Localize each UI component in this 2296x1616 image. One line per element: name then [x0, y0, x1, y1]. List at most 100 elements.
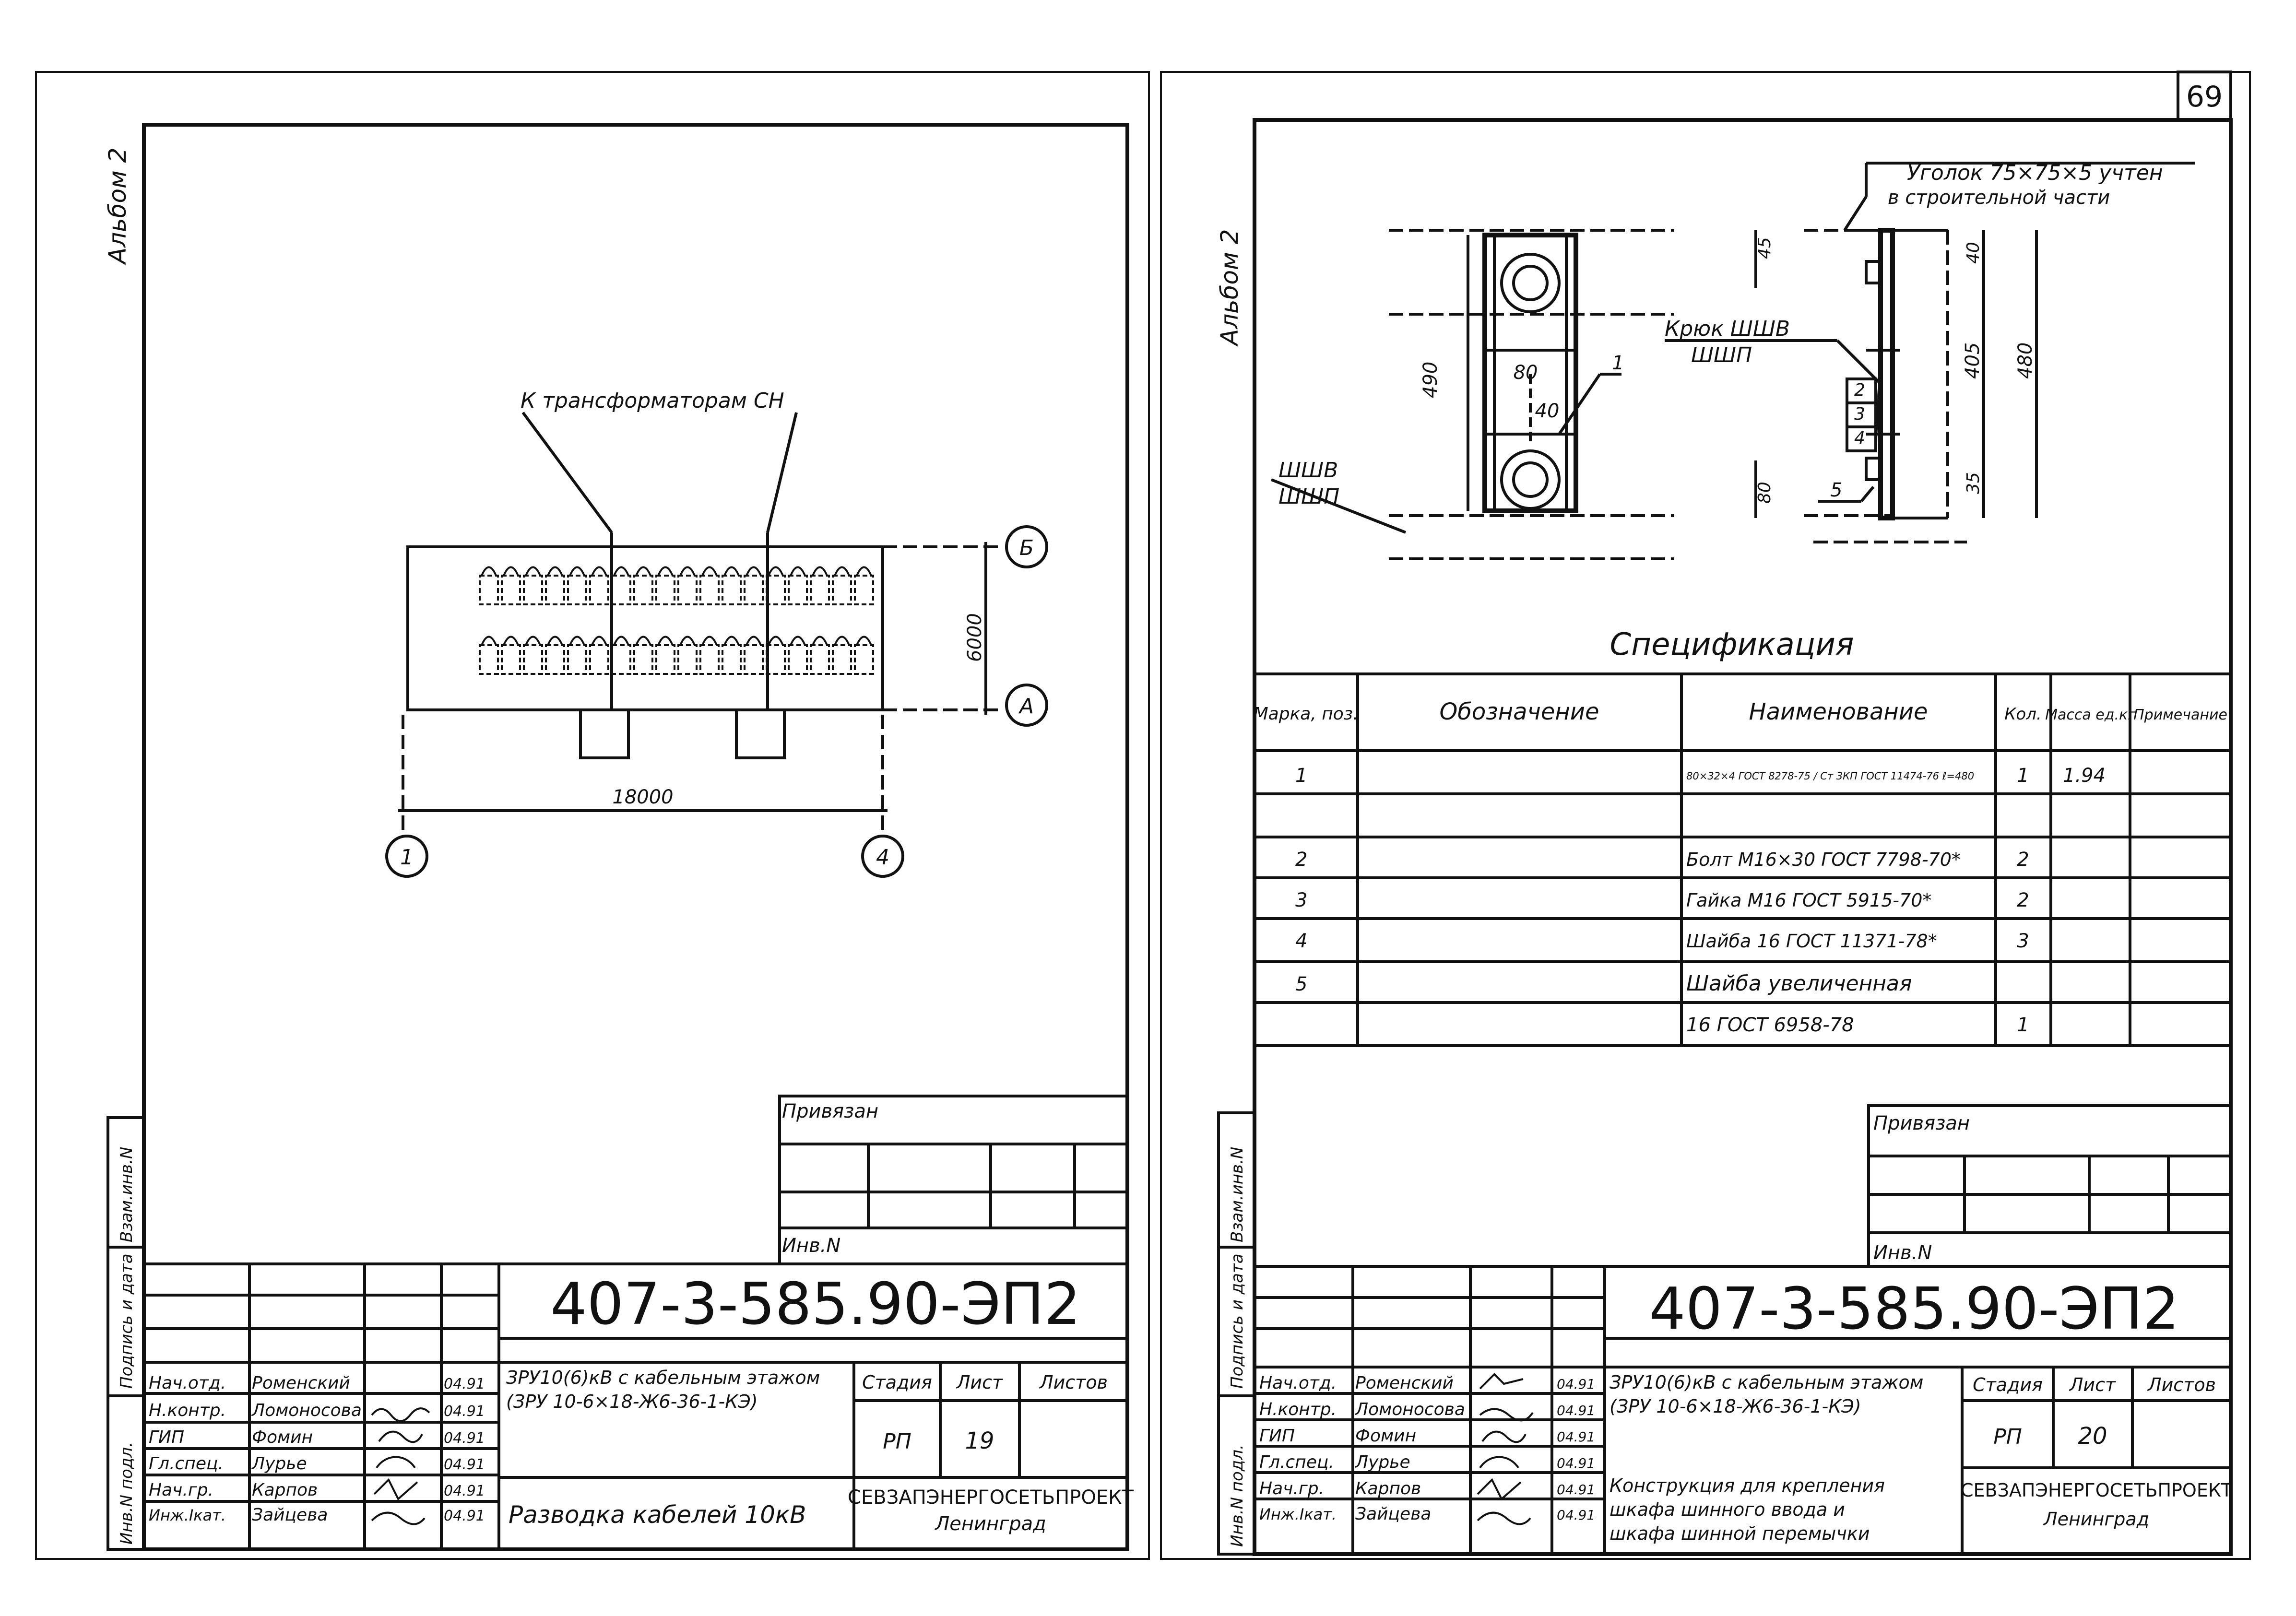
- switchgear-cell: [810, 644, 830, 675]
- right-staff-name: Ломоносова: [1354, 1400, 1465, 1419]
- left-staff-role: Инж.Iкат.: [149, 1506, 226, 1524]
- cable-arc: [746, 566, 762, 576]
- cable-arc: [701, 566, 718, 576]
- dim-80: 80: [1514, 362, 1538, 384]
- left-stage: РП: [883, 1429, 911, 1454]
- spec-header-designation: Обозначение: [1439, 698, 1599, 725]
- right-sheet-title-1: Конструкция для крепления: [1610, 1475, 1885, 1496]
- cable-arc: [503, 636, 519, 646]
- pos-1-label: 1: [1612, 352, 1624, 374]
- switchgear-cell: [832, 575, 852, 605]
- cable-arc: [569, 636, 585, 646]
- right-title-block: [1255, 1265, 2231, 1554]
- right-staff-date: 04.91: [1557, 1429, 1595, 1445]
- cable-arc: [481, 636, 497, 646]
- left-title-block: [144, 1262, 1127, 1549]
- axis-b-marker: [1005, 525, 1048, 568]
- switchgear-cell: [567, 575, 587, 605]
- pos-2-label: 2: [1854, 380, 1865, 400]
- right-side-strip: [1217, 1111, 1256, 1556]
- spec-row-qty: 2: [2017, 889, 2029, 911]
- spec-row-name: Шайба увеличенная: [1686, 971, 1912, 996]
- spec-row-mark: 3: [1295, 889, 1307, 911]
- switchgear-cell: [677, 575, 698, 605]
- dim-405: 405: [1962, 342, 1984, 379]
- left-axis-b: Б: [1019, 536, 1034, 560]
- spec-header-row: Марка, поз. Обозначение Наименование Кол…: [1254, 698, 2227, 725]
- dim-490: 490: [1420, 362, 1442, 398]
- spec-row-mark: 2: [1295, 849, 1307, 871]
- right-title-line2: (ЗРУ 10-6×18-Ж6-36-1-КЭ): [1610, 1396, 1861, 1417]
- pos-4-label: 4: [1854, 428, 1865, 448]
- hook-label: Крюк ШШВ: [1665, 317, 1790, 341]
- right-staff-date: 04.91: [1557, 1403, 1595, 1418]
- switchgear-cell: [699, 575, 720, 605]
- switchgear-cell: [677, 644, 698, 675]
- left-album-label: Альбом 2: [104, 148, 131, 265]
- spec-row-qty: 2: [2017, 849, 2029, 871]
- left-bus-label-2: ШШП: [1278, 484, 1339, 509]
- spec-row-qty: 3: [2017, 930, 2029, 952]
- left-staff-role: Нач.гр.: [149, 1480, 213, 1500]
- switchgear-cell: [589, 575, 609, 605]
- right-staff-role: Гл.спец.: [1259, 1452, 1334, 1472]
- cable-arc: [723, 566, 740, 576]
- switchgear-cell: [611, 644, 631, 675]
- spec-row-name: Гайка М16 ГОСТ 5915-70*: [1686, 890, 1931, 911]
- left-sheet-header: Лист: [956, 1372, 1004, 1393]
- left-axis-a: А: [1018, 694, 1034, 719]
- right-staff-name: Карпов: [1355, 1479, 1421, 1498]
- cable-arc: [679, 636, 696, 646]
- spec-row-mark: 4: [1295, 930, 1307, 952]
- left-staff-role: Нач.отд.: [149, 1373, 226, 1393]
- spec-row-qty: 1: [2017, 765, 2029, 787]
- page-number: 69: [2186, 80, 2223, 114]
- cable-arc: [613, 566, 629, 576]
- left-sheet-title: Разводка кабелей 10кВ: [509, 1501, 806, 1529]
- switchgear-cell: [589, 644, 609, 675]
- left-staff-date: 04.91: [444, 1403, 485, 1420]
- dim-40: 40: [1535, 400, 1560, 422]
- left-side-label-1: Взам.инв.N: [117, 1147, 136, 1242]
- switchgear-cell: [545, 644, 565, 675]
- left-staff-role: Н.контр.: [149, 1401, 226, 1420]
- spec-header-mark: Марка, поз.: [1254, 704, 1359, 724]
- left-axis-1: 1: [400, 845, 414, 870]
- left-staff-name: Фомин: [252, 1427, 313, 1447]
- right-title-line1: ЗРУ10(6)кВ с кабельным этажом: [1610, 1372, 1923, 1393]
- left-staff-name: Лурье: [251, 1454, 307, 1474]
- switchgear-cell: [744, 575, 764, 605]
- axis-1-marker: [385, 835, 428, 878]
- cable-arc: [746, 636, 762, 646]
- switchgear-cell: [633, 644, 653, 675]
- cable-arc: [591, 636, 607, 646]
- switchgear-cell: [479, 644, 499, 675]
- right-sheets-header: Листов: [2147, 1374, 2216, 1395]
- right-staff-role: Инж.Iкат.: [1259, 1505, 1337, 1523]
- right-staff-name: Лурье: [1354, 1452, 1410, 1472]
- right-stage-header: Стадия: [1973, 1374, 2043, 1395]
- right-side-label-1: Взам.инв.N: [1228, 1147, 1247, 1242]
- spec-row-name: 16 ГОСТ 6958-78: [1686, 1014, 1854, 1036]
- left-frame: [142, 123, 1129, 1551]
- right-side-label-3: Инв.N подл.: [1228, 1444, 1247, 1547]
- page-number-box: [2177, 71, 2232, 121]
- right-outer-border: [1160, 71, 2251, 1560]
- dim-40b: 40: [1964, 242, 1983, 264]
- left-dim-18000: 18000: [612, 786, 673, 808]
- left-staff-name: Зайцева: [252, 1505, 328, 1525]
- right-staff-role: Нач.отд.: [1259, 1373, 1337, 1393]
- cable-arc: [856, 636, 872, 646]
- cable-arc: [635, 636, 651, 646]
- switchgear-cell: [655, 644, 675, 675]
- right-staff-role: ГИП: [1259, 1426, 1295, 1446]
- left-side-label-3: Инв.N подл.: [117, 1442, 136, 1545]
- left-sheet-no: 19: [965, 1427, 994, 1454]
- spec-header-note: Примечание: [2133, 707, 2227, 723]
- left-dim-6000: 6000: [964, 613, 986, 662]
- switchgear-cell: [788, 575, 808, 605]
- switchgear-cell: [545, 575, 565, 605]
- left-sheets-header: Листов: [1039, 1372, 1108, 1393]
- left-title-line1: ЗРУ10(6)кВ с кабельным этажом: [506, 1367, 820, 1388]
